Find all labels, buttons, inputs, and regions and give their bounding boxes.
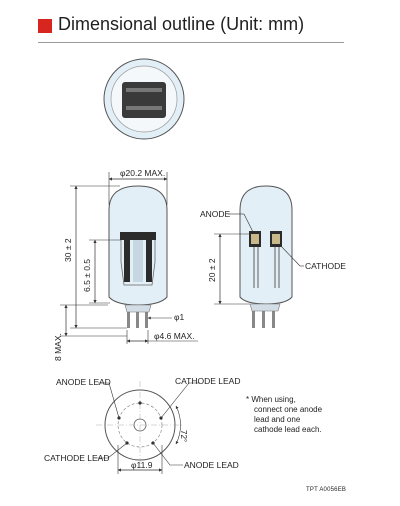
side-cathode-face bbox=[272, 234, 280, 244]
usage-note-line: connect one anode bbox=[254, 405, 323, 414]
side-base bbox=[249, 303, 281, 312]
front-electrode-right bbox=[146, 240, 152, 282]
label-anode-lead-top: ANODE LEAD bbox=[56, 377, 111, 387]
front-view: φ20.2 MAX. 30 ± 2 6.5 ± 0.5 8 MAX. φ1 φ4… bbox=[53, 168, 198, 361]
usage-note: * When using, connect one anode lead and… bbox=[246, 395, 322, 435]
label-cathode-lead-top: CATHODE LEAD bbox=[175, 376, 241, 386]
usage-note-line: lead and one bbox=[254, 415, 301, 424]
front-electrode-left bbox=[124, 240, 130, 282]
top-view-electrode-slot bbox=[126, 106, 162, 110]
front-electrode-top bbox=[120, 232, 156, 240]
dim-lead-angle: 72° bbox=[179, 430, 188, 442]
front-lead bbox=[127, 305, 130, 328]
drawing-code: TPT A0056EB bbox=[306, 487, 347, 493]
front-lead bbox=[136, 305, 139, 328]
section-header: Dimensional outline (Unit: mm) bbox=[38, 14, 358, 44]
side-lead bbox=[272, 304, 275, 328]
front-lead bbox=[145, 305, 148, 328]
top-view-electrode-slot bbox=[126, 88, 162, 92]
dim-lead-length: 8 MAX. bbox=[53, 333, 63, 361]
usage-note-line: * When using, bbox=[246, 395, 296, 404]
top-view-electrode bbox=[122, 82, 166, 118]
dim-lead-diameter: φ1 bbox=[174, 312, 185, 322]
dim-side-height: 20 ± 2 bbox=[207, 258, 217, 282]
usage-note-line: cathode lead each. bbox=[254, 425, 322, 434]
dim-body-diameter: φ20.2 MAX. bbox=[120, 168, 165, 178]
section-title: Dimensional outline (Unit: mm) bbox=[58, 14, 305, 34]
front-base bbox=[124, 304, 152, 313]
front-electrode-gap bbox=[133, 240, 143, 282]
label-cathode-lead-bottom: CATHODE LEAD bbox=[44, 453, 110, 463]
side-lead bbox=[262, 304, 265, 328]
side-lead bbox=[252, 304, 255, 328]
side-glass-bulb bbox=[239, 185, 293, 305]
header-divider bbox=[38, 42, 344, 43]
bottom-view: ANODE LEAD CATHODE LEAD CATHODE LEAD ANO… bbox=[44, 376, 241, 474]
dim-pitch-circle: φ11.9 bbox=[131, 460, 153, 470]
side-view: 20 ± 2 ANODE CATHODE bbox=[200, 185, 346, 328]
side-anode-face bbox=[251, 234, 259, 244]
label-anode-lead-bottom: ANODE LEAD bbox=[184, 460, 239, 470]
section-marker bbox=[38, 19, 52, 33]
dim-base-diameter: φ4.6 MAX. bbox=[154, 331, 194, 341]
label-anode: ANODE bbox=[200, 209, 231, 219]
bottom-lead-dot bbox=[138, 401, 142, 405]
top-view bbox=[103, 58, 185, 140]
label-cathode: CATHODE bbox=[305, 261, 346, 271]
dim-inner-height: 6.5 ± 0.5 bbox=[82, 259, 92, 292]
dim-total-height: 30 ± 2 bbox=[63, 238, 73, 262]
